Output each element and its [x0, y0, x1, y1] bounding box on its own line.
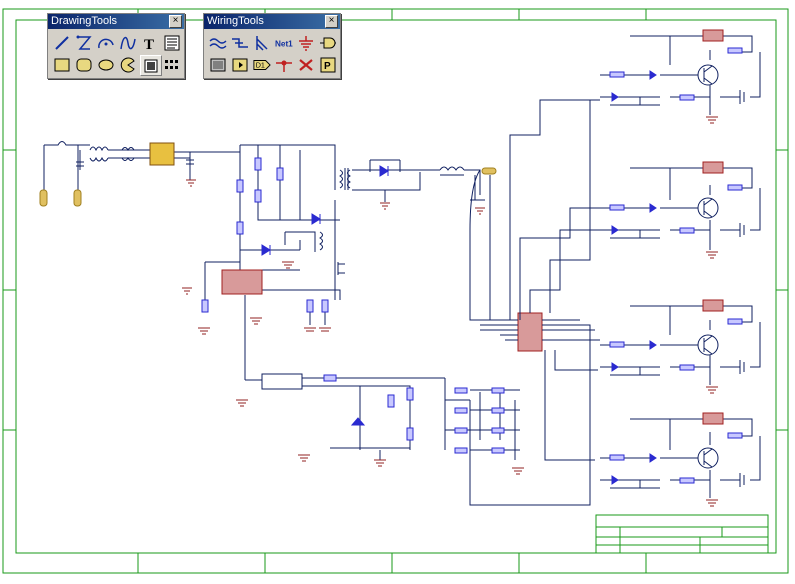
- ground-symbols-feedback: [298, 454, 386, 467]
- text-tool-icon[interactable]: T: [140, 33, 160, 52]
- port-tool-icon[interactable]: D1: [252, 55, 272, 74]
- mains-input[interactable]: [43, 141, 240, 191]
- ellipse-tool-icon[interactable]: [96, 55, 116, 74]
- pcb-layout-tool-icon[interactable]: P: [318, 55, 338, 74]
- secondary-wiring[interactable]: [352, 159, 515, 321]
- zener-diode: [350, 417, 366, 426]
- ground-symbols-secondary: [380, 202, 485, 215]
- sheet-border-ticks: [3, 9, 788, 573]
- pie-tool-icon[interactable]: [118, 55, 138, 74]
- ground-symbols-primary: [182, 261, 331, 407]
- logic-resistors: [454, 387, 505, 454]
- sheet-border-inner: [15, 19, 777, 554]
- wiring-tools-title: WiringTools: [207, 15, 264, 27]
- bridge-rectifier[interactable]: [149, 142, 175, 166]
- output-fuse: [481, 167, 497, 175]
- close-icon[interactable]: ×: [169, 15, 182, 28]
- bezier-tool-icon[interactable]: [118, 33, 138, 52]
- pwm-controller-ic[interactable]: [221, 269, 263, 295]
- sheet-border-outer: [2, 8, 789, 574]
- text-frame-tool-icon[interactable]: [162, 33, 182, 52]
- image-tool-icon[interactable]: [140, 55, 162, 76]
- drawing-tools-title-bar[interactable]: DrawingTools ×: [48, 14, 184, 29]
- svg-text:T: T: [144, 37, 154, 51]
- logic-wiring[interactable]: [469, 99, 600, 506]
- transformer[interactable]: [339, 168, 351, 190]
- secondary-diodes: [379, 165, 389, 177]
- diodes-primary: [261, 213, 321, 256]
- polygon-tool-icon[interactable]: [74, 33, 94, 52]
- channel-1[interactable]: [600, 29, 761, 124]
- svg-text:P: P: [324, 61, 331, 72]
- part-tool-icon[interactable]: [318, 33, 338, 52]
- wire-tool-icon[interactable]: [208, 33, 228, 52]
- primary-wiring[interactable]: [204, 144, 341, 381]
- line-tool-icon[interactable]: [52, 33, 72, 52]
- drawing-tools-title: DrawingTools: [51, 15, 118, 27]
- driver-ic[interactable]: [517, 312, 543, 352]
- rectangle-tool-icon[interactable]: [52, 55, 72, 74]
- ground-logic: [512, 467, 524, 475]
- mosfet: [334, 262, 345, 275]
- sheet-symbol-tool-icon[interactable]: [208, 55, 228, 74]
- port-label-text: D1: [256, 60, 265, 69]
- channel-4[interactable]: [600, 412, 761, 507]
- drawing-tools-palette[interactable]: DrawingTools × T: [47, 13, 185, 79]
- net-label-tool-icon[interactable]: Net1: [274, 33, 294, 52]
- channel-2[interactable]: [600, 161, 761, 259]
- channel-3[interactable]: [600, 299, 761, 394]
- sheet-entry-tool-icon[interactable]: [230, 55, 250, 74]
- net-label-text: Net1: [275, 39, 293, 48]
- feedback-resistors: [323, 374, 414, 441]
- resistors-primary: [201, 157, 329, 313]
- rounded-rectangle-tool-icon[interactable]: [74, 55, 94, 74]
- no-erc-tool-icon[interactable]: [296, 55, 316, 74]
- fuse-plugs: [39, 189, 82, 207]
- feedback-wiring[interactable]: [302, 377, 470, 460]
- optocoupler[interactable]: [261, 373, 303, 390]
- bus-tool-icon[interactable]: [230, 33, 250, 52]
- power-port-tool-icon[interactable]: [296, 33, 316, 52]
- bus-entry-tool-icon[interactable]: [252, 33, 272, 52]
- arc-tool-icon[interactable]: [96, 33, 116, 52]
- wiring-tools-title-bar[interactable]: WiringTools ×: [204, 14, 340, 29]
- array-tool-icon[interactable]: [162, 55, 182, 74]
- wiring-tools-palette[interactable]: WiringTools × Net1 D1 P: [203, 13, 341, 79]
- title-block: [595, 514, 769, 554]
- close-icon[interactable]: ×: [325, 15, 338, 28]
- ground-symbols-input: [186, 179, 196, 187]
- junction-tool-icon[interactable]: [274, 55, 294, 74]
